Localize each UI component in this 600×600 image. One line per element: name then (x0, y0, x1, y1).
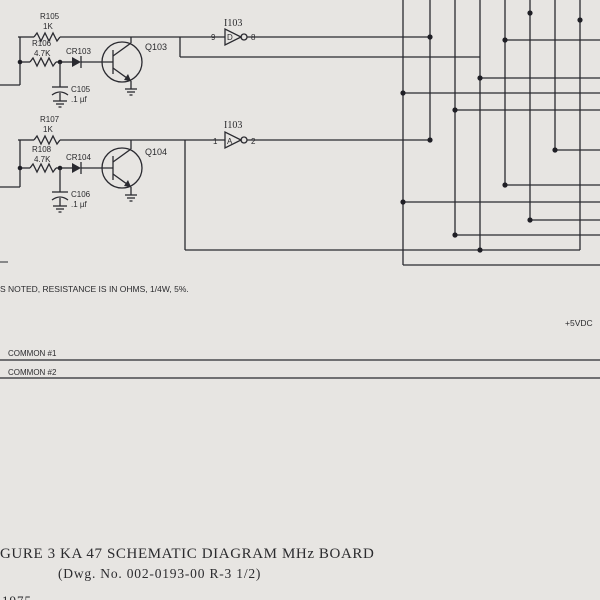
common-2-label: COMMON #2 (8, 368, 57, 377)
c106-value: .1 µf (71, 200, 88, 209)
gate-a-in-pin: 1 (213, 137, 218, 146)
right-bus-matrix (402, 0, 600, 266)
partial-year: 1975 (2, 593, 32, 600)
r108-value: 4.7K (34, 155, 51, 164)
r105-resistor: R105 1K (18, 12, 180, 43)
r108-ref: R108 (32, 145, 52, 154)
r105-value: 1K (43, 22, 53, 31)
left-feed-wires (0, 84, 20, 263)
gate-i103-a: I103 1 A 2 (185, 120, 430, 150)
drawing-number: (Dwg. No. 002-0193-00 R-3 1/2) (58, 566, 261, 581)
gate-a-ref: I103 (224, 120, 242, 131)
r105-ref: R105 (40, 12, 60, 21)
figure-title: GURE 3 KA 47 SCHEMATIC DIAGRAM MHz BOARD (0, 546, 374, 562)
resistance-note: S NOTED, RESISTANCE IS IN OHMS, 1/4W, 5%… (0, 284, 189, 294)
common-bus-2: COMMON #2 (0, 368, 600, 379)
gate-d-in-pin: 9 (211, 33, 216, 42)
r107-ref: R107 (40, 115, 60, 124)
junction-dots (400, 10, 583, 253)
r106-resistor: R106 4.7K (20, 39, 72, 68)
gate-a-letter: A (227, 137, 233, 146)
gate-i103-d: I103 9 D 8 (180, 18, 430, 47)
r108-resistor: R108 4.7K (20, 145, 72, 174)
c105-ref: C105 (71, 85, 91, 94)
gate-d-ref: I103 (224, 18, 242, 29)
gate-d-letter: D (227, 33, 233, 42)
r106-ref: R106 (32, 39, 52, 48)
cr103-ref: CR103 (66, 47, 91, 56)
common-bus-1: COMMON #1 (0, 349, 600, 361)
cr103-diode: CR103 (66, 47, 113, 68)
supply-label: +5VDC (565, 318, 593, 328)
r107-resistor: R107 1K (18, 115, 185, 146)
c105-capacitor: C105 .1 µf (51, 85, 91, 108)
c105-value: .1 µf (71, 95, 88, 104)
gate-a-out-pin: 2 (251, 137, 256, 146)
q103-transistor: Q103 (101, 37, 167, 96)
c106-ref: C106 (71, 190, 91, 199)
gate-d-out-pin: 8 (251, 33, 256, 42)
q103-ref: Q103 (145, 42, 167, 52)
common-1-label: COMMON #1 (8, 349, 57, 358)
r106-value: 4.7K (34, 49, 51, 58)
c106-capacitor: C106 .1 µf (51, 190, 91, 213)
r107-value: 1K (43, 125, 53, 134)
cr104-ref: CR104 (66, 153, 91, 162)
q104-ref: Q104 (145, 147, 167, 157)
cr104-diode: CR104 (66, 153, 113, 174)
q104-transistor: Q104 (101, 140, 167, 202)
